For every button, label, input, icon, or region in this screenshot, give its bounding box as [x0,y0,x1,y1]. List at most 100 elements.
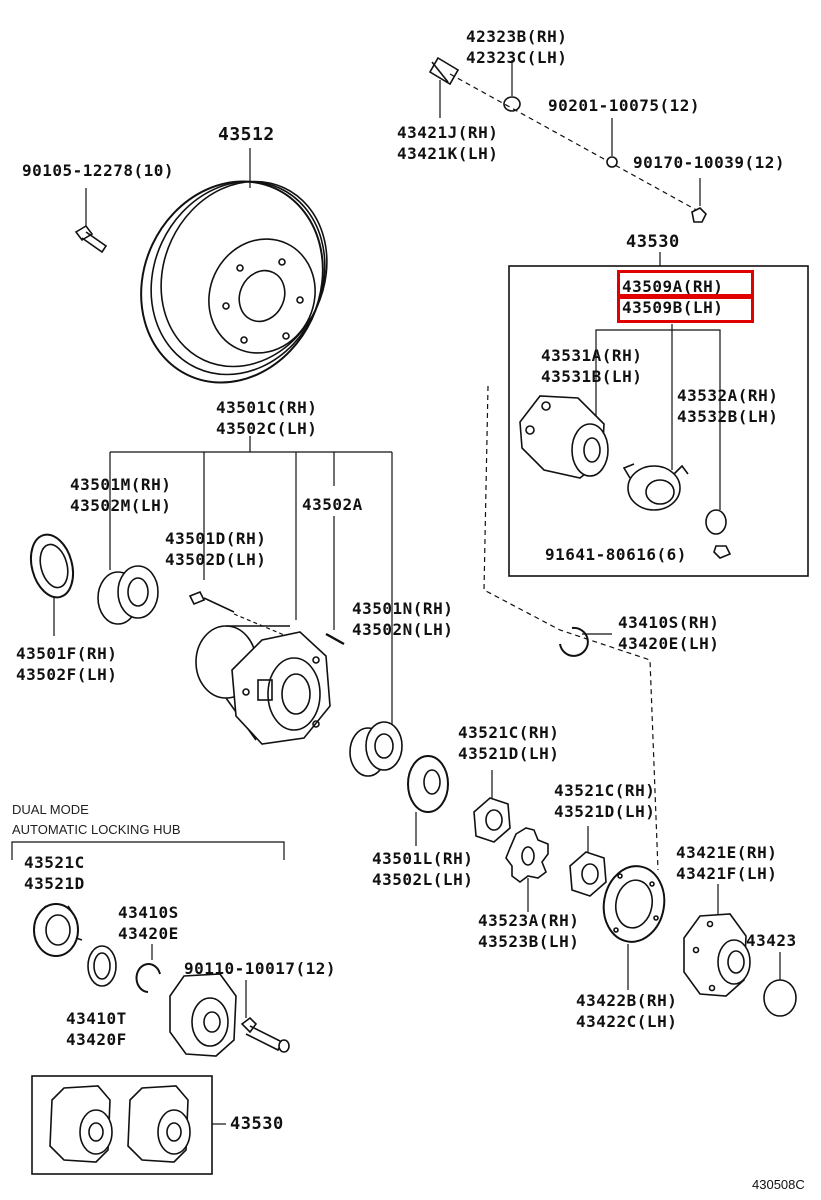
label-90201: 90201-10075(12) [548,96,700,115]
label-43410s-b-line1: 43410S [118,903,179,922]
label-43421k-lh: 43421K(LH) [397,144,499,163]
label-43421e: 43421E(RH) 43421F(LH) [676,842,777,884]
seal-43501f-drawing [29,533,75,599]
label-43420e-b-line2: 43420E [118,924,179,943]
nut-90170-drawing [691,207,707,223]
label-43521c-a-rh: 43521C(RH) [458,723,560,742]
label-43523: 43523A(RH) 43523B(LH) [478,910,579,952]
label-43501n-rh: 43501N(RH) [352,599,454,618]
label-43521d-b-lh: 43521D(LH) [554,802,656,821]
bolt-90105-drawing [74,224,108,254]
label-43501f: 43501F(RH) 43502F(LH) [16,643,117,685]
label-42323-rh: 42323B(RH) [466,27,568,46]
washer-90201-drawing [606,156,618,168]
label-43521c-b: 43521C(RH) 43521D(LH) [554,780,655,822]
label-43423: 43423 [746,931,797,950]
label-43523a-rh: 43523A(RH) [478,911,580,930]
label-43422: 43422B(RH) 43422C(LH) [576,990,677,1032]
dual-mode-bracket [11,841,285,860]
label-43501c-rh: 43501C(RH) [216,398,318,417]
hub-assembly-1-drawing [49,1085,113,1163]
label-43502f-lh: 43502F(LH) [16,665,118,684]
label-43421j-rh: 43421J(RH) [397,123,499,142]
bolt-90110-drawing [240,1016,290,1053]
label-43532a-rh: 43532A(RH) [677,386,779,405]
snap-ring-43410s-drawing [559,626,589,657]
label-43501m-rh: 43501M(RH) [70,475,172,494]
assembly-43530-bottom-box [31,1075,213,1175]
label-43521c-a: 43521C(RH) 43521D(LH) [458,722,559,764]
label-43521c-c-line1: 43521C [24,853,85,872]
label-43502d-lh: 43502D(LH) [165,550,267,569]
label-90105: 90105-12278(10) [22,161,174,180]
label-43501d: 43501D(RH) 43502D(LH) [165,528,266,570]
label-dual-mode-line1: DUAL MODE [12,802,89,817]
label-43502l-lh: 43502L(LH) [372,870,474,889]
label-43521d-c-line2: 43521D [24,874,85,893]
snap-ring-43410s-b-drawing [135,963,161,993]
gasket-43422b-drawing [602,865,666,943]
diagram-code: 430508C [752,1177,805,1192]
label-43502n-lh: 43502N(LH) [352,620,454,639]
label-43501l: 43501L(RH) 43502L(LH) [372,848,473,890]
clutch-43532-drawing [622,463,689,511]
label-43501n: 43501N(RH) 43502N(LH) [352,598,453,640]
locking-hub-drawing [169,973,237,1057]
label-43502c-lh: 43502C(LH) [216,419,318,438]
label-90170: 90170-10039(12) [633,153,785,172]
label-43410s-b: 43410S 43420E [118,902,179,944]
nut-43521c-b-drawing [569,851,607,897]
label-43509b-lh: 43509B(LH) [622,298,724,317]
hub-43502-drawing [195,625,331,745]
label-42323-lh: 42323C(LH) [466,48,568,67]
label-43410t-line1: 43410T [66,1009,127,1028]
label-43523b-lh: 43523B(LH) [478,932,580,951]
label-43410t: 43410T 43420F [66,1008,127,1050]
label-43420f-line2: 43420F [66,1030,127,1049]
label-43502m-lh: 43502M(LH) [70,496,172,515]
label-43410s-rh: 43410S(RH) [618,613,720,632]
label-43509: 43509A(RH) 43509B(LH) [622,276,723,318]
label-43501f-rh: 43501F(RH) [16,644,118,663]
washer-43501l-drawing [407,755,449,813]
assembly-43530-box [508,265,809,577]
label-43532: 43532A(RH) 43532B(LH) [677,385,778,427]
label-43421j: 43421J(RH) 43421K(LH) [397,122,498,164]
label-43532b-lh: 43532B(LH) [677,407,779,426]
label-43502a: 43502A [302,495,363,514]
bearing-43501m-drawing [97,565,159,625]
bolt-43501d-drawing [188,590,235,613]
label-43410s-top: 43410S(RH) 43420E(LH) [618,612,719,654]
ring-43532-drawing [705,509,727,535]
label-43521c-c: 43521C 43521D [24,852,85,894]
hub-43531-drawing [519,395,609,479]
label-43501c: 43501C(RH) 43502C(LH) [216,397,317,439]
label-43530-bottom: 43530 [230,1114,284,1134]
pin-43502a-drawing [325,632,345,646]
stud-42323-drawing [428,56,521,112]
label-43422b-rh: 43422B(RH) [576,991,678,1010]
ring-43410t-drawing [87,945,117,987]
label-43420e-lh: 43420E(LH) [618,634,720,653]
locknut-43521c-c-drawing [33,903,83,957]
label-43530-top: 43530 [626,232,680,252]
label-dual-mode: DUAL MODE AUTOMATIC LOCKING HUB [12,800,181,840]
highlight-43509a [617,270,754,297]
hub-assembly-2-drawing [127,1085,191,1163]
bolt-91641-drawing [713,545,732,559]
hub-body-43421e-drawing [683,913,751,997]
nut-43521c-a-drawing [473,797,511,843]
cap-43423-drawing [763,979,797,1017]
label-43531a-rh: 43531A(RH) [541,346,643,365]
label-dual-mode-line2: AUTOMATIC LOCKING HUB [12,822,181,837]
highlight-43509b [617,296,754,323]
label-42323: 42323B(RH) 42323C(LH) [466,26,567,68]
label-43531b-lh: 43531B(LH) [541,367,643,386]
bearing-43501n-drawing [349,721,403,777]
label-43501d-rh: 43501D(RH) [165,529,267,548]
label-90110: 90110-10017(12) [184,959,336,978]
label-43421e-rh: 43421E(RH) [676,843,778,862]
label-43422c-lh: 43422C(LH) [576,1012,678,1031]
